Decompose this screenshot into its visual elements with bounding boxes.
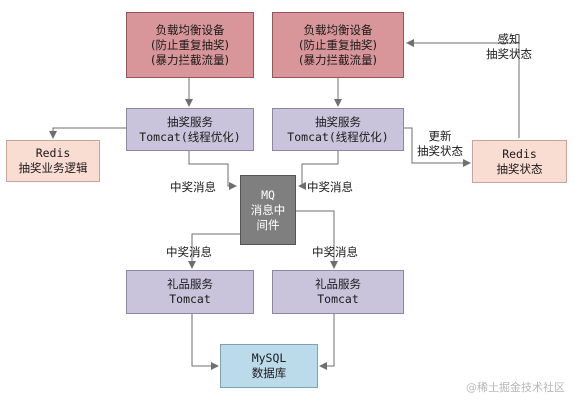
- edge-gift-right-to-mysql: [319, 314, 335, 370]
- node-line: (暴力拦截流量): [151, 52, 229, 67]
- node-line: Tomcat: [317, 292, 359, 306]
- node-line: 消息中: [250, 202, 286, 217]
- node-line: (防止重复抽奖): [151, 37, 229, 52]
- node-line: 负载均衡设备: [155, 22, 225, 37]
- node-line: 礼品服务: [315, 277, 361, 291]
- edge-svc-left-to-mq: [188, 150, 237, 190]
- lottery-service-left: 抽奖服务 Tomcat(线程优化): [126, 108, 254, 151]
- node-line: Tomcat(线程优化): [287, 129, 389, 144]
- gift-service-left: 礼品服务 Tomcat: [126, 270, 254, 314]
- node-line: MQ: [261, 187, 275, 202]
- node-line: (暴力拦截流量): [299, 52, 377, 67]
- node-line: MySQL: [251, 351, 287, 365]
- load-balancer-left: 负载均衡设备 (防止重复抽奖) (暴力拦截流量): [126, 12, 254, 78]
- label-win-message-top-right: 中奖消息: [307, 180, 353, 194]
- node-line: 数据库: [251, 366, 287, 380]
- load-balancer-right: 负载均衡设备 (防止重复抽奖) (暴力拦截流量): [272, 12, 404, 78]
- label-line: 抽奖状态: [417, 144, 463, 158]
- label-update-state: 更新 抽奖状态: [410, 129, 470, 159]
- lottery-service-right: 抽奖服务 Tomcat(线程优化): [272, 108, 404, 151]
- mq-middleware: MQ 消息中 间件: [240, 175, 296, 245]
- label-win-message-top-left: 中奖消息: [170, 180, 216, 194]
- redis-lottery-logic: Redis 抽奖业务逻辑: [6, 140, 100, 182]
- node-line: Tomcat: [169, 292, 211, 306]
- mysql-database: MySQL 数据库: [220, 344, 318, 388]
- edge-svc-right-to-redis-right: [404, 127, 471, 167]
- node-line: 抽奖状态: [496, 161, 543, 176]
- gift-service-right: 礼品服务 Tomcat: [272, 270, 404, 314]
- edge-mq-to-gift-left: [188, 233, 240, 269]
- label-line: 抽奖状态: [486, 47, 532, 61]
- edge-svc-left-to-redis-left: [49, 127, 126, 139]
- node-line: Tomcat(线程优化): [139, 129, 241, 144]
- node-line: 负载均衡设备: [303, 22, 373, 37]
- node-line: (防止重复抽奖): [299, 37, 377, 52]
- edge-mq-to-gift-right: [296, 210, 338, 269]
- watermark: @稀土掘金技术社区: [466, 381, 565, 394]
- edge-svc-right-to-mq: [298, 150, 339, 190]
- label-line: 更新: [428, 129, 452, 143]
- edge-redis-right-to-lb-right: [406, 39, 520, 138]
- edge-gift-left-to-mysql: [191, 314, 219, 370]
- label-sense-state: 感知 抽奖状态: [478, 32, 540, 62]
- redis-lottery-state: Redis 抽奖状态: [472, 140, 567, 183]
- node-line: 抽奖服务: [167, 114, 213, 129]
- label-line: 感知: [497, 32, 521, 46]
- node-line: 抽奖服务: [315, 114, 361, 129]
- node-line: 抽奖业务逻辑: [18, 161, 88, 175]
- node-line: 间件: [256, 217, 280, 232]
- node-line: Redis: [35, 146, 71, 160]
- node-line: Redis: [502, 146, 537, 161]
- label-win-message-bottom-right: 中奖消息: [312, 245, 358, 259]
- label-win-message-bottom-left: 中奖消息: [166, 245, 212, 259]
- node-line: 礼品服务: [167, 277, 213, 291]
